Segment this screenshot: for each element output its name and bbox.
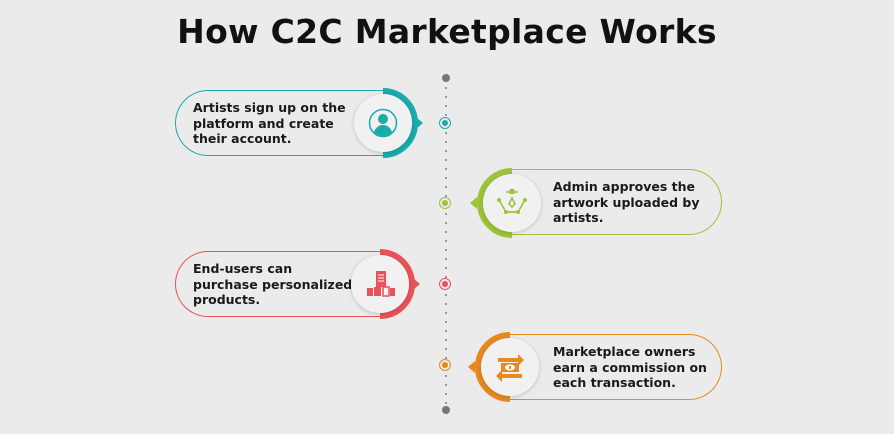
page-title: How C2C Marketplace Works [177, 12, 717, 51]
step-2-pointer [470, 197, 477, 209]
step-1-card: Artists sign up on the platform and crea… [175, 90, 385, 156]
step-2-text: Admin approves the artwork uploaded by a… [553, 178, 700, 225]
timeline-node-2 [439, 197, 451, 209]
step-1-icon-circle [354, 94, 412, 152]
step-3-pointer [413, 278, 420, 290]
step-3-card: End-users can purchase personalized prod… [175, 251, 383, 317]
step-1-text: Artists sign up on the platform and crea… [193, 99, 346, 146]
timeline-line [445, 78, 447, 410]
timeline-node-3 [439, 278, 451, 290]
timeline-end-dot [442, 406, 450, 414]
step-3-text: End-users can purchase personalized prod… [193, 260, 353, 307]
step-4-icon-circle [481, 338, 539, 396]
timeline-node-1 [439, 117, 451, 129]
step-4-text: Marketplace owners earn a commission on … [553, 343, 707, 390]
step-4-pointer [468, 361, 475, 373]
step-3-icon-circle [351, 255, 409, 313]
step-2-icon-circle [483, 174, 541, 232]
timeline-node-4 [439, 359, 451, 371]
user-profile-icon [368, 108, 398, 138]
step-4-card: Marketplace owners earn a commission on … [506, 334, 722, 400]
shopping-icon [367, 271, 395, 297]
money-exchange-icon [496, 354, 524, 382]
step-2-card: Admin approves the artwork uploaded by a… [508, 169, 722, 235]
step-1-pointer [416, 117, 423, 129]
pen-tool-icon [497, 189, 527, 214]
timeline-start-dot [442, 74, 450, 82]
